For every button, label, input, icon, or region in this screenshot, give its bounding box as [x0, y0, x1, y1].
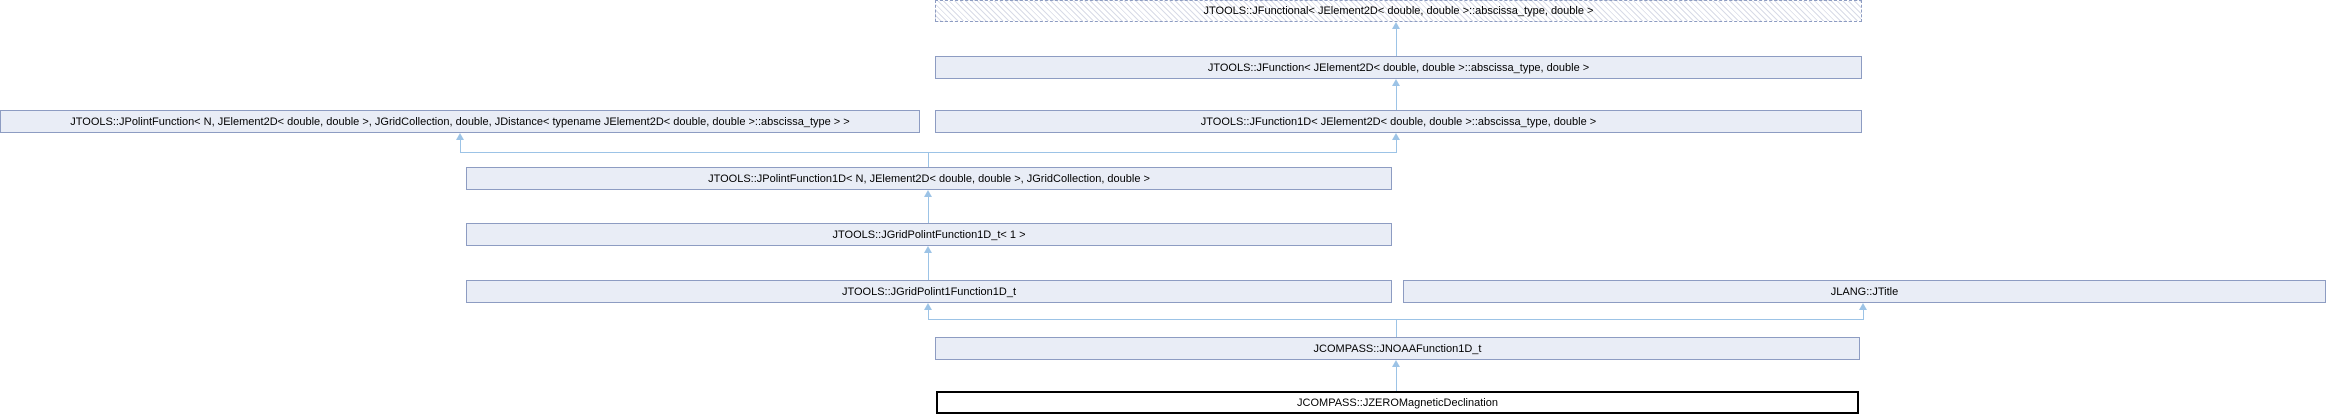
inheritance-arrowhead-icon: [1392, 22, 1400, 29]
edge-jnoaafunction1dt-jgridpolint1function1dt: [928, 310, 929, 320]
edge-jnoaafunction1dt-jtitle: [1863, 310, 1864, 320]
edge-jzeromagneticdeclination-jnoaafunction1dt: [1396, 367, 1397, 391]
edge-jfunction1d-jfunction: [1396, 86, 1397, 110]
inheritance-arrowhead-icon: [924, 190, 932, 197]
inheritance-arrowhead-icon: [1859, 303, 1867, 310]
inheritance-arrowhead-icon: [924, 303, 932, 310]
class-node-jnoaafunction1d-t[interactable]: JCOMPASS::JNOAAFunction1D_t: [935, 337, 1860, 360]
inheritance-arrowhead-icon: [924, 246, 932, 253]
class-node-jzeromagneticdeclination: JCOMPASS::JZEROMagneticDeclination: [936, 391, 1859, 414]
class-node-jfunction1d[interactable]: JTOOLS::JFunction1D< JElement2D< double,…: [935, 110, 1862, 133]
inheritance-arrowhead-icon: [456, 133, 464, 140]
edge-jpolintfunction1d-jfunction1d: [1396, 140, 1397, 153]
edge-jpolintfunction1d-jpolintfunction: [460, 140, 461, 153]
inheritance-arrowhead-icon: [1392, 79, 1400, 86]
edge-jgridpolint1function1dt-jgridpolintfunction1dt: [928, 253, 929, 280]
class-node-jfunction[interactable]: JTOOLS::JFunction< JElement2D< double, d…: [935, 56, 1862, 79]
class-node-jgridpolint1function1d-t[interactable]: JTOOLS::JGridPolint1Function1D_t: [466, 280, 1392, 303]
edge-jgridpolintfunction1dt-jpolintfunction1d: [928, 197, 929, 223]
edge-bus-row6-drop: [1396, 319, 1397, 337]
edge-bus-row3-drop: [928, 152, 929, 167]
inheritance-arrowhead-icon: [1392, 133, 1400, 140]
class-node-jfunctional: JTOOLS::JFunctional< JElement2D< double,…: [935, 0, 1862, 22]
class-node-jpolintfunction1d[interactable]: JTOOLS::JPolintFunction1D< N, JElement2D…: [466, 167, 1392, 190]
class-node-jgridpolintfunction1d-t[interactable]: JTOOLS::JGridPolintFunction1D_t< 1 >: [466, 223, 1392, 246]
class-node-jpolintfunction[interactable]: JTOOLS::JPolintFunction< N, JElement2D< …: [0, 110, 920, 133]
inheritance-arrowhead-icon: [1392, 360, 1400, 367]
class-node-jtitle[interactable]: JLANG::JTitle: [1403, 280, 2326, 303]
edge-jfunction-jfunctional: [1396, 29, 1397, 56]
